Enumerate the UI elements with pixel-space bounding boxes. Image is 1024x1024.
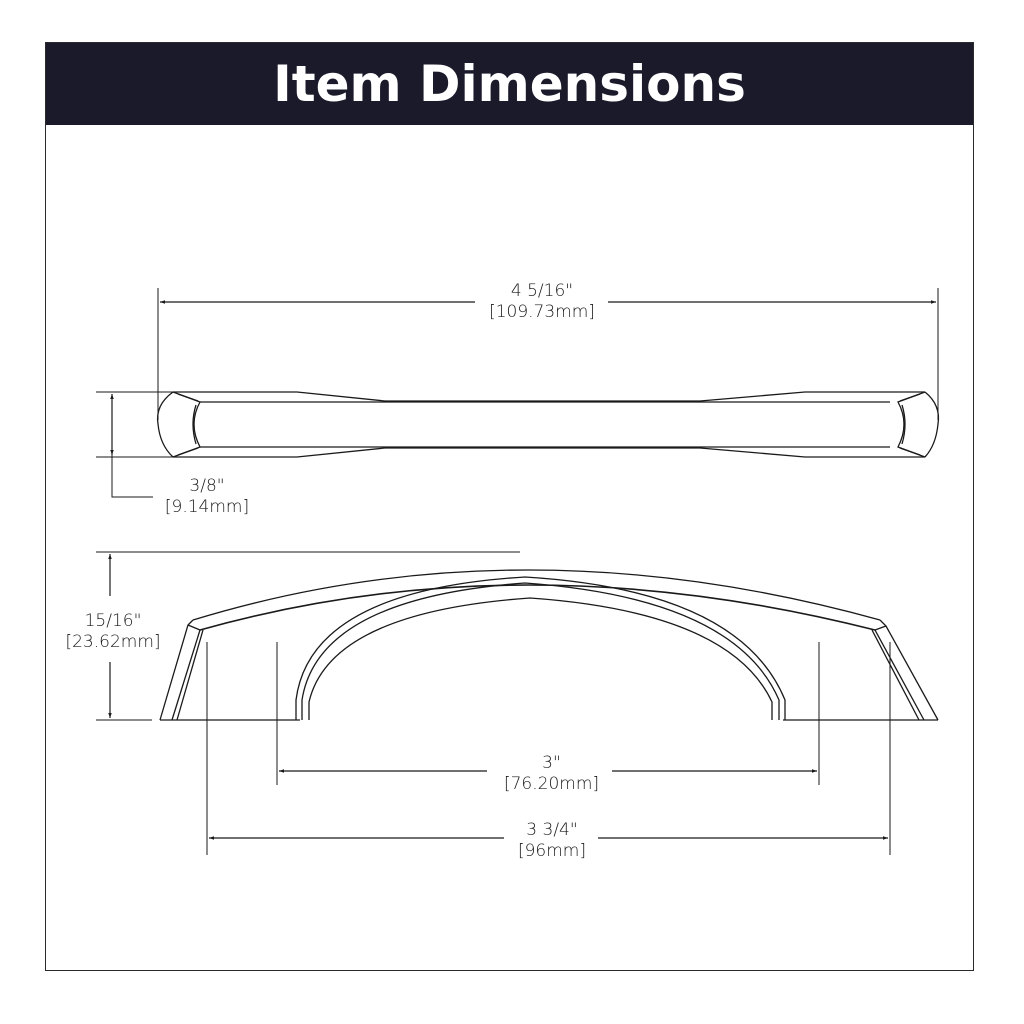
top-view-drawing (96, 288, 940, 498)
width-label: 3/8" [9.14mm] (155, 476, 259, 518)
width-imperial: 3/8" (189, 476, 225, 496)
center-to-center-label: 3" [76.20mm] (492, 753, 611, 795)
height-label: 15/16" [23.62mm] (56, 611, 170, 653)
height-imperial: 15/16" (84, 611, 142, 631)
center-to-center-imperial: 3" (542, 753, 561, 773)
header-banner: Item Dimensions (46, 43, 973, 125)
overall-length-label: 4 5/16" [109.73mm] (478, 281, 606, 323)
alt-center-to-center-label: 3 3/4" [96mm] (506, 820, 598, 862)
page-title: Item Dimensions (273, 55, 746, 113)
height-metric: [23.62mm] (65, 632, 161, 652)
alt-center-to-center-imperial: 3 3/4" (526, 820, 578, 840)
front-view-drawing (96, 551, 939, 855)
alt-center-to-center-metric: [96mm] (517, 841, 587, 861)
overall-length-imperial: 4 5/16" (510, 281, 574, 301)
center-to-center-metric: [76.20mm] (503, 774, 600, 794)
width-metric: [9.14mm] (164, 497, 250, 517)
overall-length-metric: [109.73mm] (489, 302, 595, 322)
